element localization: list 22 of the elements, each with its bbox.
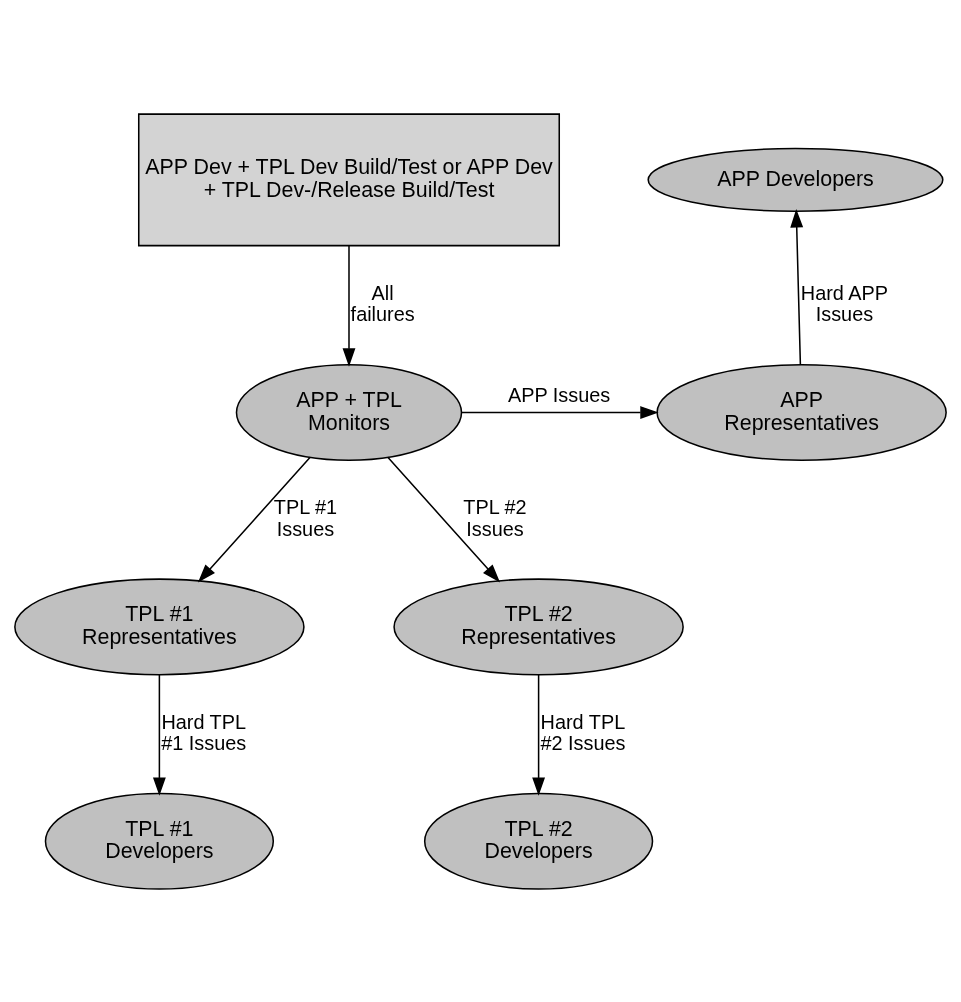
node-ellipse: TPL #1 Representatives (14, 577, 305, 675)
node-ellipse: TPL #2 Developers (423, 792, 654, 890)
node-ellipse: TPL #2 Representatives (393, 577, 684, 675)
node-ellipse: APP Representatives (656, 363, 947, 461)
edge-label: TPL #2 Issues (463, 495, 527, 540)
edge-label: Hard TPL #2 Issues (540, 710, 626, 754)
node-ellipse: APP Developers (647, 147, 944, 212)
edge-label: All failures (350, 281, 415, 325)
arrow (460, 405, 659, 419)
arrow (387, 456, 501, 582)
arrow (197, 456, 311, 582)
edge-label: APP Issues (507, 383, 611, 406)
edge-label: TPL #1 Issues (273, 495, 338, 540)
edge-label: Hard TPL #1 Issues (161, 710, 247, 754)
node-ellipse: APP + TPL Monitors (235, 363, 463, 461)
arrow (790, 208, 804, 365)
edge-label: Hard APP Issues (800, 281, 889, 325)
arrow (532, 673, 546, 796)
arrow (152, 673, 166, 796)
arrow (342, 244, 356, 367)
node-ellipse: TPL #1 Developers (44, 792, 275, 890)
node-box: APP Dev + TPL Dev Build/Test or APP Dev + TPL Dev-/Release Build/Test (137, 112, 560, 246)
